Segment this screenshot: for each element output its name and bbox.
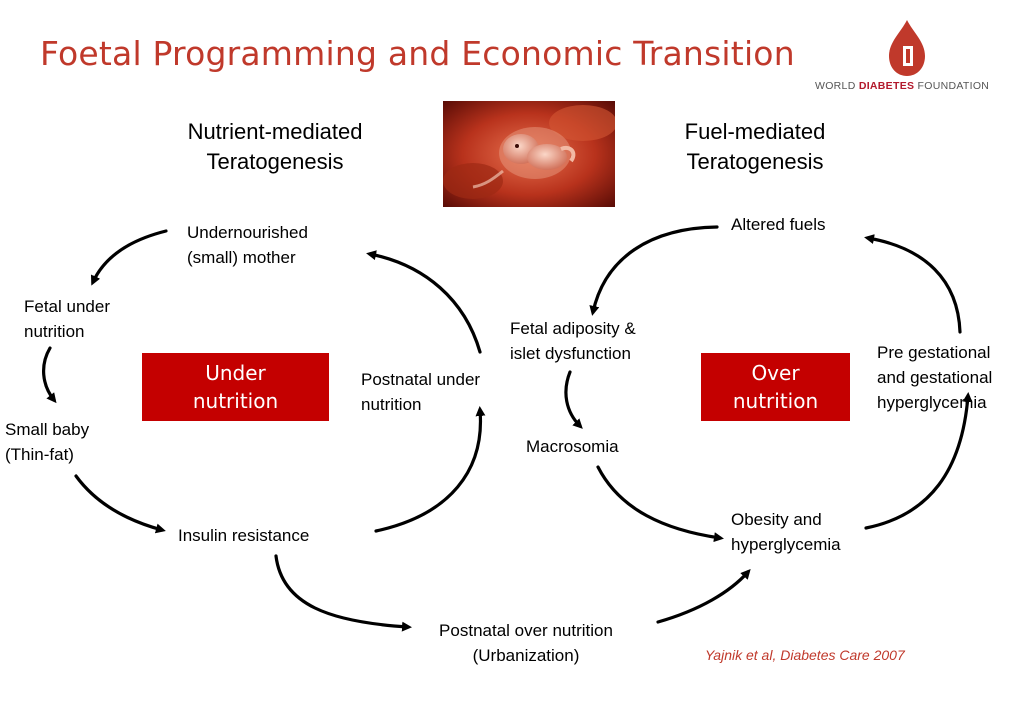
node-baby-line2: (Thin-fat) [5,445,74,464]
arrow-fetal-to-baby [42,346,57,404]
node-mother-line2: (small) mother [187,248,296,267]
node-fetal-under-nutrition: Fetal under nutrition [24,294,110,344]
node-small-baby: Small baby (Thin-fat) [5,417,89,467]
world-diabetes-foundation-logo: WORLD DIABETES FOUNDATION [815,18,1000,93]
node-obesity-line2: hyperglycemia [731,535,841,554]
under-nutrition-box: Under nutrition [142,353,329,421]
arrow-baby-to-insulin [74,474,166,534]
node-altered-fuels: Altered fuels [731,215,826,234]
node-overnutrition-line2: (Urbanization) [472,646,580,665]
arrow-insulin-to-overnutrition [274,554,412,632]
node-pregestational-hyperglycemia: Pre gestational and gestational hypergly… [877,340,992,415]
arrow-insulin-to-postnatal-under [374,406,486,533]
node-macrosomia: Macrosomia [526,437,619,456]
right-heading-line1: Fuel-mediated [684,119,826,144]
under-nutrition-line2: nutrition [192,389,279,413]
slide-title: Foetal Programming and Economic Transiti… [40,34,795,73]
node-postnatal-over-nutrition: Postnatal over nutrition (Urbanization) [412,618,640,668]
arrow-pregestational-to-fuels [864,234,962,334]
arrow-overnutrition-to-obesity [656,569,751,624]
logo-text: WORLD DIABETES FOUNDATION [815,80,1000,92]
node-fetal-adiposity: Fetal adiposity & islet dysfunction [510,316,636,366]
node-postnatal-under-nutrition: Postnatal under nutrition [361,367,480,417]
arrow-macrosomia-to-obesity [596,465,724,543]
node-fetal-line1: Fetal under [24,297,110,316]
over-nutrition-box: Over nutrition [701,353,850,421]
fetus-photo [443,101,615,207]
arrow-obesity-to-pregestational [864,392,973,530]
node-overnutrition-line1: Postnatal over nutrition [439,621,613,640]
logo-text-world: WORLD [815,80,856,92]
node-obesity-hyperglycemia: Obesity and hyperglycemia [731,507,841,557]
arrow-adiposity-to-macrosomia [564,370,583,429]
left-heading: Nutrient-mediated Teratogenesis [150,117,400,177]
arrow-mother-to-fetal [90,229,168,286]
citation: Yajnik et al, Diabetes Care 2007 [705,647,905,663]
right-heading-line2: Teratogenesis [686,149,824,174]
node-fetal-line2: nutrition [24,322,85,341]
node-adiposity-line1: Fetal adiposity & [510,319,636,338]
node-mother-line1: Undernourished [187,223,308,242]
left-heading-line2: Teratogenesis [206,149,344,174]
under-nutrition-line1: Under [205,361,266,385]
node-baby-line1: Small baby [5,420,90,439]
node-adiposity-line2: islet dysfunction [510,344,631,363]
logo-text-foundation: FOUNDATION [917,80,990,92]
node-pregest-line1: Pre gestational [877,343,991,362]
node-insulin-resistance: Insulin resistance [178,526,310,545]
node-obesity-line1: Obesity and [731,510,822,529]
logo-text-diabetes: DIABETES [858,80,915,92]
over-nutrition-line1: Over [751,361,800,385]
over-nutrition-line2: nutrition [732,389,819,413]
node-postnatal-line1: Postnatal under [361,370,481,389]
node-postnatal-line2: nutrition [361,395,422,414]
blood-drop-icon [889,20,925,76]
node-undernourished-mother: Undernourished (small) mother [187,220,308,270]
arrow-fuels-to-adiposity [589,225,719,316]
right-heading: Fuel-mediated Teratogenesis [635,117,875,177]
left-heading-line1: Nutrient-mediated [187,119,363,144]
node-pregest-line3: hyperglycemia [877,393,987,412]
node-pregest-line2: and gestational [877,368,993,387]
arrow-postnatal-under-to-mother [366,250,482,354]
